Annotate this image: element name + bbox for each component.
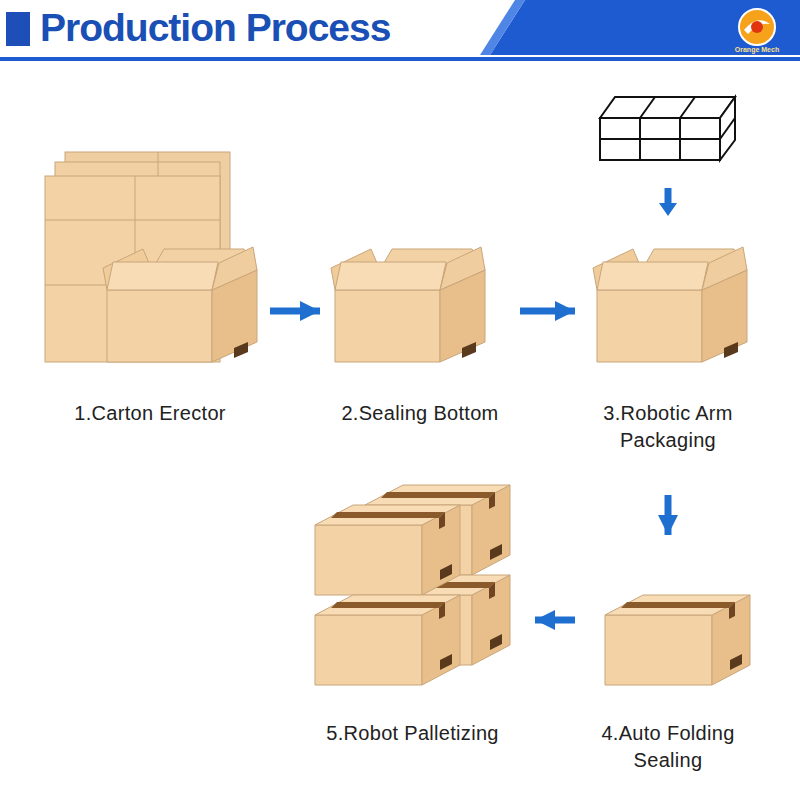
illustration-part bbox=[315, 595, 460, 685]
illustration-part bbox=[744, 20, 770, 34]
illustration-part bbox=[739, 9, 775, 45]
process-step: 2.Sealing Bottom bbox=[320, 240, 520, 435]
illustration-part bbox=[720, 118, 735, 139]
illustration-part bbox=[158, 152, 159, 176]
process-step: 4.Auto Folding Sealing bbox=[575, 535, 761, 780]
process-step: 3.Robotic Arm Packaging bbox=[575, 240, 761, 495]
process-step: 1.Carton Erector bbox=[30, 150, 270, 435]
illustration-part bbox=[720, 97, 735, 160]
illustration-part bbox=[640, 97, 655, 118]
illustration-part bbox=[0, 57, 800, 61]
illustration-part bbox=[680, 97, 695, 118]
illustration-part bbox=[331, 247, 485, 362]
illustration-part bbox=[45, 220, 220, 221]
illustration-part bbox=[600, 118, 720, 160]
step-caption: 1.Carton Erector bbox=[30, 400, 270, 427]
illustration-part bbox=[605, 595, 750, 685]
flow-arrow bbox=[535, 617, 575, 624]
flow-arrow bbox=[270, 308, 320, 315]
product-block bbox=[600, 97, 735, 216]
step-caption: 5.Robot Palletizing bbox=[290, 720, 535, 747]
flow-arrow bbox=[665, 495, 672, 535]
illustration-part bbox=[490, 0, 800, 55]
illustration-part bbox=[600, 138, 720, 140]
illustration-part bbox=[315, 505, 460, 595]
logo-text: Orange Mech bbox=[735, 46, 779, 53]
header-bar bbox=[0, 0, 800, 61]
step-caption: 4.Auto Folding Sealing bbox=[575, 720, 761, 774]
illustration-part bbox=[659, 203, 677, 216]
illustration-part bbox=[593, 247, 747, 362]
page-title: Production Process bbox=[40, 6, 390, 50]
step-caption: 3.Robotic Arm Packaging bbox=[575, 400, 761, 454]
illustration-part bbox=[103, 247, 257, 362]
illustration-part bbox=[600, 97, 735, 118]
illustration-part bbox=[480, 0, 525, 55]
illustration-part bbox=[6, 12, 30, 46]
illustration-part bbox=[665, 188, 672, 204]
step-caption: 2.Sealing Bottom bbox=[320, 400, 520, 427]
illustration-part bbox=[751, 21, 763, 33]
flow-arrow bbox=[520, 308, 575, 315]
process-step: 5.Robot Palletizing bbox=[290, 485, 535, 753]
